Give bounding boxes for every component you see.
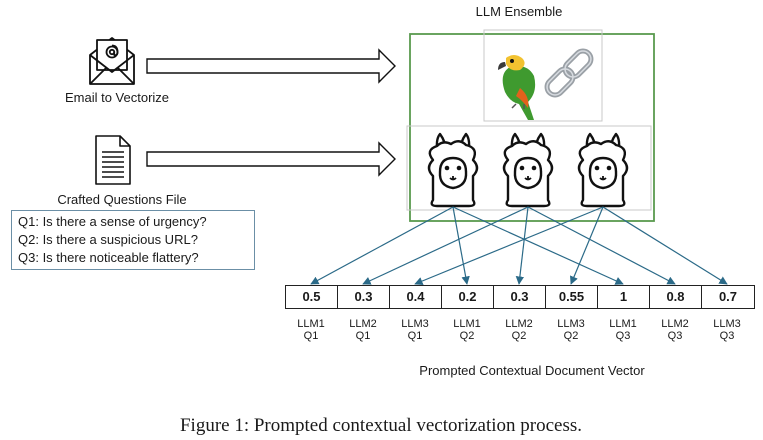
document-file-icon — [95, 135, 131, 185]
ensemble-frame — [409, 33, 655, 222]
chain-link-icon — [544, 48, 594, 98]
vector-title: Prompted Contextual Document Vector — [419, 363, 645, 378]
question-label: Q2 — [563, 330, 579, 342]
question-label: Q3 — [719, 330, 735, 342]
question-q3: Q3: Is there noticeable flattery? — [18, 250, 199, 265]
vector-cell: 0.3 — [494, 286, 546, 308]
llm-label: LLM3 — [557, 318, 585, 330]
llm-label: LLM1 — [297, 318, 325, 330]
parrot-icon — [498, 55, 536, 120]
llama-models-box — [406, 125, 652, 211]
connector-arrows — [310, 206, 728, 286]
connector-arrow — [310, 206, 454, 285]
email-to-ensemble-arrow — [146, 48, 396, 84]
question-q2: Q2: Is there a suspicious URL? — [18, 232, 198, 247]
vector-cell: 0.3 — [338, 286, 390, 308]
connector-arrow — [452, 206, 624, 285]
figure-caption: Figure 1: Prompted contextual vectorizat… — [179, 415, 583, 436]
email-envelope-icon — [89, 37, 135, 85]
llm-label: LLM1 — [453, 318, 481, 330]
question-label: Q3 — [667, 330, 683, 342]
document-vector: 0.5 0.3 0.4 0.2 0.3 0.55 1 0.8 0.7 — [285, 285, 755, 309]
llm-label: LLM2 — [661, 318, 689, 330]
connector-arrow — [515, 206, 529, 285]
llm-label: LLM1 — [609, 318, 637, 330]
question-label: Q2 — [459, 330, 475, 342]
question-label: Q1 — [407, 330, 423, 342]
questions-box: Q1: Is there a sense of urgency? Q2: Is … — [11, 210, 255, 270]
questions-file-label: Crafted Questions File — [57, 192, 187, 207]
llama-icon — [427, 132, 479, 208]
question-label: Q3 — [615, 330, 631, 342]
email-label: Email to Vectorize — [64, 90, 170, 105]
vector-cell: 0.2 — [442, 286, 494, 308]
connector-arrow — [452, 206, 470, 285]
vector-cell: 0.7 — [718, 289, 738, 304]
llm-label: LLM2 — [505, 318, 533, 330]
question-label: Q2 — [511, 330, 527, 342]
top-models-box — [483, 29, 603, 122]
connector-arrow — [570, 206, 604, 285]
connector-arrow — [527, 206, 676, 285]
connector-arrow — [414, 206, 604, 286]
connector-arrow — [602, 206, 728, 285]
vector-cell: 1 — [598, 286, 650, 308]
ensemble-title: LLM Ensemble — [475, 4, 563, 19]
llm-label: LLM2 — [349, 318, 377, 330]
connector-arrow — [362, 206, 529, 285]
question-label: Q1 — [303, 330, 319, 342]
questions-to-ensemble-arrow — [146, 141, 396, 177]
llm-label: LLM3 — [713, 318, 741, 330]
vector-cell: 0.5 — [286, 286, 338, 308]
question-q1: Q1: Is there a sense of urgency? — [18, 214, 207, 229]
vector-cell: 0.4 — [390, 286, 442, 308]
vector-cell: 0.8 — [650, 286, 702, 308]
llm-label: LLM3 — [401, 318, 429, 330]
llama-icon — [577, 132, 629, 208]
vector-cell: 0.55 — [546, 286, 598, 308]
question-label: Q1 — [355, 330, 371, 342]
llama-icon — [502, 132, 554, 208]
